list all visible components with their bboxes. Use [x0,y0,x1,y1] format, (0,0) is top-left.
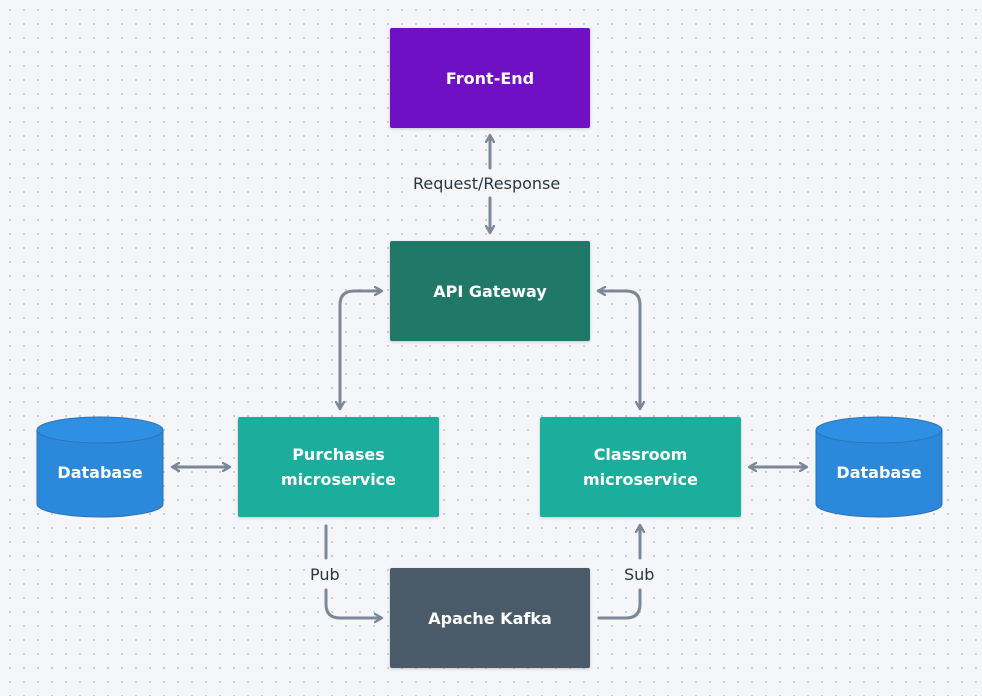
connector-purchases-kafka-bottom [324,588,381,618]
apache-kafka-node[interactable]: Apache Kafka [390,568,590,668]
frontend-label: Front-End [445,68,535,88]
database-right-cylinder [815,416,943,518]
frontend-node[interactable]: Front-End [390,28,590,128]
apache-kafka-label: Apache Kafka [428,608,552,628]
api-gateway-label: API Gateway [433,281,547,301]
api-gateway-node[interactable]: API Gateway [390,241,590,341]
database-left-label: Database [57,463,143,482]
purchases-microservice-label: Purchases microservice [280,445,397,489]
database-right-label: Database [836,463,922,482]
database-left-cylinder [36,416,164,518]
classroom-microservice-label: Classroom microservice [582,445,699,489]
connector-classroom-gateway [599,291,640,408]
purchases-microservice-node[interactable]: Purchases microservice [238,417,439,517]
connector-purchases-gateway [340,291,381,408]
pub-label: Pub [307,564,343,586]
classroom-microservice-node[interactable]: Classroom microservice [540,417,741,517]
request-response-label: Request/Response [410,173,564,195]
sub-label: Sub [621,564,658,586]
connector-kafka-classroom-bottom [597,588,642,620]
